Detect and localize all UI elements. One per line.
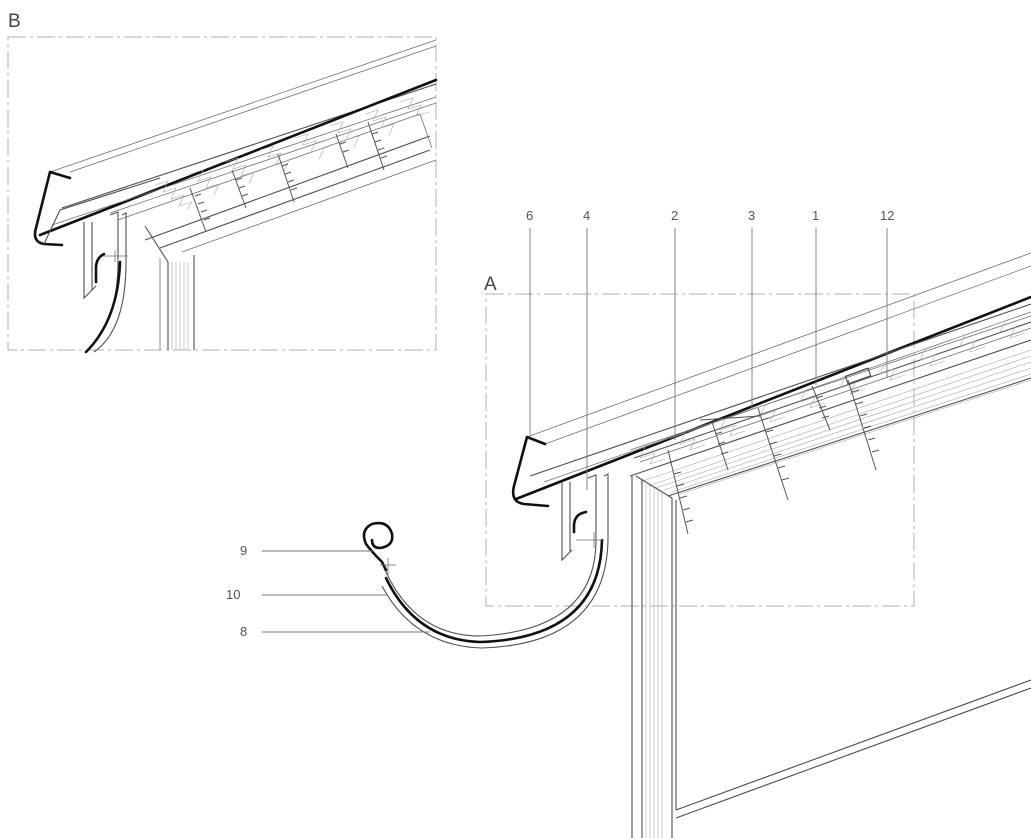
callout-4: 4 [583, 208, 590, 490]
svg-text:12: 12 [880, 208, 894, 223]
detail-a-post [631, 476, 1031, 838]
detail-b: B [7, 11, 438, 354]
callout-8: 8 [240, 624, 430, 639]
svg-text:9: 9 [240, 543, 247, 558]
callout-6: 6 [526, 208, 533, 438]
detail-a-gutter [362, 473, 609, 649]
detail-a-insulation-band [629, 320, 1026, 465]
detail-b-label: B [8, 11, 21, 32]
detail-a-roof-layers [511, 252, 1031, 508]
detail-b-post [144, 225, 195, 350]
svg-text:6: 6 [526, 208, 533, 223]
svg-text:4: 4 [583, 208, 590, 223]
detail-b-roof-layers [33, 39, 438, 253]
callout-2: 2 [671, 208, 678, 440]
detail-b-gutter [83, 211, 128, 354]
detail-a-frame [485, 293, 915, 607]
detail-a-screws [667, 379, 880, 535]
callout-12: 12 [880, 208, 894, 378]
callouts-left: 9 10 8 [226, 543, 430, 639]
svg-text:8: 8 [240, 624, 247, 639]
callout-9: 9 [240, 543, 372, 558]
detail-b-screws [189, 121, 388, 233]
callout-10: 10 [226, 587, 388, 602]
svg-text:2: 2 [671, 208, 678, 223]
detail-b-frame [7, 36, 437, 351]
detail-a-label: A [484, 274, 497, 295]
detail-b-insulation-band [154, 97, 430, 211]
callout-1: 1 [812, 208, 819, 385]
svg-text:1: 1 [812, 208, 819, 223]
svg-text:3: 3 [748, 208, 755, 223]
detail-a: A [362, 252, 1031, 838]
callout-3: 3 [748, 208, 755, 410]
callouts-top: 6 4 2 3 1 12 [526, 208, 894, 490]
svg-text:10: 10 [226, 587, 240, 602]
